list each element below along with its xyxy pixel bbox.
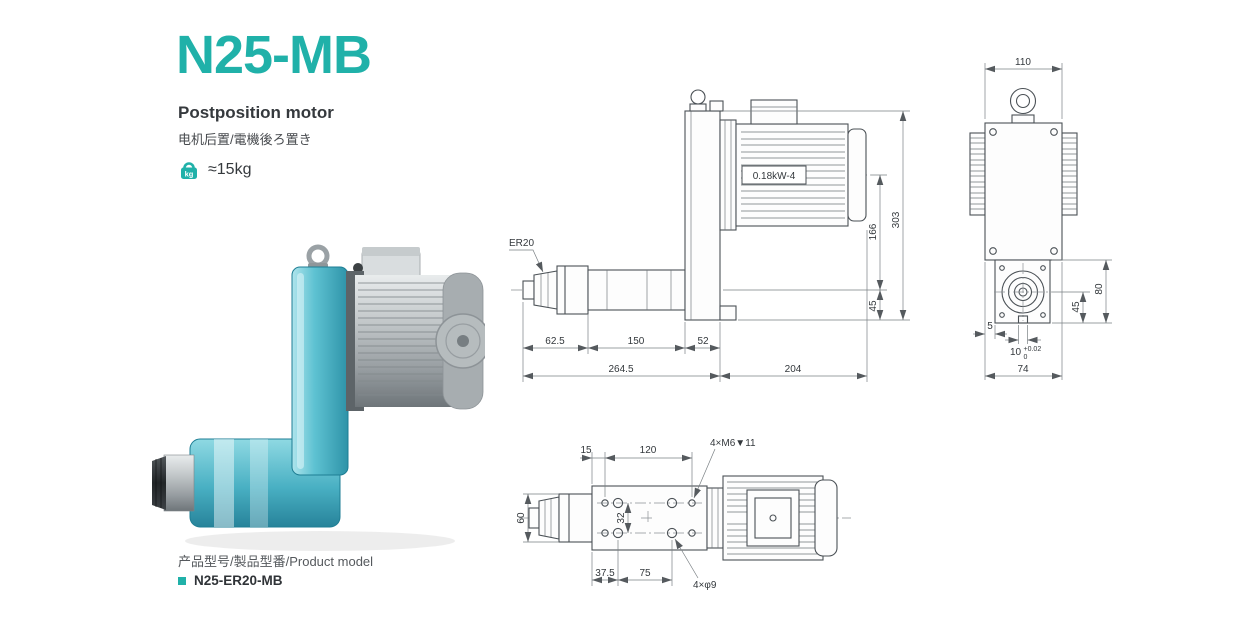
subtitle-cjk: 电机后置/電機後ろ置き [178,132,312,147]
side-view-dimensions: ER20 166 45 303 62.5 [509,110,910,382]
model-row: N25-ER20-MB [178,573,283,588]
svg-text:62.5: 62.5 [545,336,565,347]
dim-45: 45 [868,290,884,320]
phi9-hole [612,497,624,509]
svg-text:45: 45 [868,300,879,312]
product-photo [152,244,485,551]
dim-52: 52 [685,336,720,352]
product-motor [346,247,485,411]
product-column [291,244,349,476]
m6-hole [601,529,609,537]
keyway-slot [1017,315,1029,324]
weight-icon: kg [181,162,197,179]
m6-holes-label: 4×M6▼11 [710,438,756,449]
page-title: N25-MB [176,25,372,85]
eyebolt-ring-outline [1009,87,1037,115]
m6-hole [601,499,609,507]
terminal-box-top-outline [746,489,800,547]
svg-text:5: 5 [987,321,993,332]
product-spindle-head [152,438,341,528]
phi9-hole [612,527,624,539]
model-label: 产品型号/製品型番/Product model [178,554,374,569]
svg-text:204: 204 [785,364,802,375]
weight-value: ≈15kg [208,161,252,178]
dim-120: 120 [605,445,693,497]
side-view-drawing: 0.18kW-4 ER20 166 45 303 [509,89,910,382]
weight-badge-label: kg [185,169,194,178]
svg-text:80: 80 [1094,283,1105,295]
svg-text:32: 32 [616,512,627,524]
weight-row: kg ≈15kg [178,159,251,181]
motor-flange-outline [719,119,737,231]
svg-text:264.5: 264.5 [608,364,633,375]
dim-80: 80 [1052,259,1112,323]
phi9-hole [666,497,678,509]
column-outline [684,110,721,321]
front-view-part [969,87,1078,324]
top-view-dimensions: 60 15 120 4×M6▼11 32 [516,438,756,591]
svg-text:60: 60 [516,512,527,524]
svg-text:110: 110 [1015,57,1031,68]
svg-text:150: 150 [628,336,645,347]
dim-110: 110 [984,57,1063,119]
dim-166: 166 [723,174,887,291]
eyebolt-outline [690,89,706,105]
product-spindle-nose [163,454,195,512]
product-eyebolt-icon [306,244,330,268]
m6-hole [688,529,696,537]
dim-74: 74 [984,262,1063,380]
dim-264-5: 264.5 [523,364,720,380]
phi9-hole [666,527,678,539]
svg-text:52: 52 [697,336,709,347]
svg-text:0: 0 [1024,354,1028,361]
dim-303: 303 [723,110,910,321]
motor-power-label: 0.18kW-4 [753,171,796,182]
dim-75: 75 [618,540,673,586]
phi9-holes-callout: 4×φ9 [674,538,717,591]
model-value: N25-ER20-MB [194,573,283,588]
top-view-part [519,475,851,561]
svg-text:10: 10 [1010,347,1022,358]
svg-text:+0.02: +0.02 [1024,346,1042,353]
column-front-outline [984,122,1063,261]
subtitle-en: Postposition motor [178,103,334,122]
product-shadow [185,531,455,551]
dim-62-5: 62.5 [522,302,721,382]
svg-text:74: 74 [1017,364,1029,375]
svg-text:303: 303 [891,211,902,228]
product-collet-nut [152,456,166,510]
dim-60: 60 [516,493,559,543]
svg-text:15: 15 [580,445,592,456]
front-view-drawing: 110 45 80 5 10 [969,57,1112,380]
top-view-drawing: 60 15 120 4×M6▼11 32 [516,438,851,591]
svg-text:75: 75 [639,568,651,579]
collet-label: ER20 [509,238,534,249]
svg-text:45: 45 [1071,301,1082,313]
dim-5: 5 [973,321,1007,339]
dim-45: 45 [1052,291,1112,324]
m6-hole [688,499,696,507]
svg-text:37.5: 37.5 [595,568,615,579]
model-bullet-icon [178,576,186,585]
m6-holes-callout: 4×M6▼11 [693,438,756,499]
svg-text:166: 166 [868,223,879,240]
dim-204: 204 [720,230,868,382]
front-view-dimensions: 110 45 80 5 10 [973,57,1112,380]
terminal-box-outline [750,99,798,125]
svg-text:120: 120 [640,445,657,456]
collet-callout: ER20 [509,238,544,273]
dim-150: 150 [588,336,685,352]
dim-10-tolerance: 10 +0.02 0 [1005,325,1041,361]
phi9-holes-label: 4×φ9 [693,580,717,591]
dim-32: 32 [616,503,632,533]
side-view-part: 0.18kW-4 [511,89,871,321]
